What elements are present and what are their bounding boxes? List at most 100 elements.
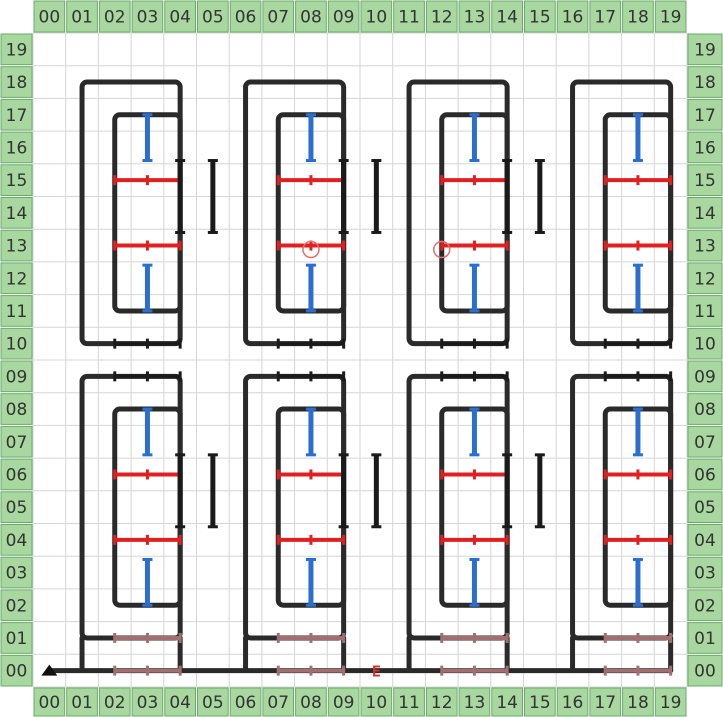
column-label-bottom: 08 (300, 693, 322, 713)
column-label-bottom: 04 (169, 693, 191, 713)
row-label-right-cell (687, 491, 723, 523)
column-label-bottom: 00 (39, 693, 61, 713)
row-label-right: 11 (694, 302, 716, 322)
column-label-bottom-cell (98, 687, 131, 717)
column-label-bottom-cell (589, 687, 622, 717)
row-label-left: 05 (6, 498, 28, 518)
row-label-left-cell (0, 66, 33, 98)
row-label-right-cell (687, 622, 723, 654)
column-label-bottom: 19 (660, 693, 682, 713)
column-label-top: 11 (398, 8, 420, 28)
row-label-left: 10 (6, 335, 28, 355)
row-label-left: 00 (6, 662, 28, 682)
gate-markers (113, 113, 673, 676)
column-label-bottom: 12 (431, 693, 453, 713)
row-label-left-cell (0, 556, 33, 589)
row-label-right-cell (687, 197, 723, 229)
column-label-top-cell (393, 0, 425, 33)
column-label-top: 01 (71, 8, 93, 28)
column-label-bottom: 13 (464, 693, 486, 713)
column-label-top: 09 (333, 8, 355, 28)
column-label-bottom: 02 (104, 693, 126, 713)
column-label-bottom: 11 (398, 693, 420, 713)
row-label-left-cell (0, 164, 33, 197)
row-label-right-cell (687, 360, 723, 393)
row-label-left-cell (0, 295, 33, 327)
row-label-left: 14 (6, 204, 28, 224)
column-label-top: 05 (202, 8, 224, 28)
column-label-bottom: 15 (529, 693, 551, 713)
column-label-top: 17 (594, 8, 616, 28)
column-label-top-cell (425, 0, 458, 33)
column-label-bottom-cell (458, 687, 491, 717)
column-label-top-cell (589, 0, 622, 33)
column-label-bottom: 17 (594, 693, 616, 713)
column-label-bottom: 07 (267, 693, 289, 713)
row-label-right-cell (687, 524, 723, 556)
column-label-top: 15 (529, 8, 551, 28)
row-label-right: 15 (694, 171, 716, 191)
column-label-bottom: 18 (627, 693, 649, 713)
column-label-bottom-cell (229, 687, 262, 717)
row-label-left-cell (0, 622, 33, 654)
column-label-bottom: 09 (333, 693, 355, 713)
row-label-right: 14 (694, 204, 716, 224)
row-label-right: 17 (694, 106, 716, 126)
row-label-left-cell (0, 589, 33, 622)
column-label-top-cell (458, 0, 491, 33)
column-label-top-cell (327, 0, 360, 33)
row-label-right: 05 (694, 498, 716, 518)
row-label-left: 17 (6, 106, 28, 126)
row-label-left-cell (0, 262, 33, 295)
column-label-bottom-cell (262, 687, 295, 717)
column-label-bottom-cell (327, 687, 360, 717)
column-label-top-cell (33, 0, 66, 33)
row-label-right: 16 (694, 138, 716, 158)
grid-cells (32, 32, 688, 688)
row-label-right: 03 (694, 564, 716, 584)
row-label-right: 02 (694, 596, 716, 616)
row-label-right-cell (687, 327, 723, 360)
row-label-right-cell (687, 425, 723, 458)
column-label-bottom-cell (66, 687, 98, 717)
row-label-left: 04 (6, 531, 28, 551)
row-label-right-cell (687, 98, 723, 131)
row-label-left: 09 (6, 367, 28, 387)
row-label-right: 00 (694, 662, 716, 682)
column-label-top-cell (654, 0, 687, 33)
row-label-right-cell (687, 556, 723, 589)
row-label-left-cell (0, 524, 33, 556)
column-label-top: 06 (235, 8, 257, 28)
row-label-left-cell (0, 458, 33, 491)
row-label-left: 08 (6, 400, 28, 420)
row-label-left-cell (0, 360, 33, 393)
row-label-left: 03 (6, 564, 28, 584)
column-label-top-cell (524, 0, 556, 33)
column-label-bottom-cell (131, 687, 164, 717)
row-label-right: 04 (694, 531, 716, 551)
column-label-bottom-cell (491, 687, 523, 717)
column-label-bottom: 06 (235, 693, 257, 713)
row-label-left: 12 (6, 269, 28, 289)
row-label-right-cell (687, 458, 723, 491)
row-label-left: 19 (6, 40, 28, 60)
row-label-left: 18 (6, 73, 28, 93)
column-label-bottom: 16 (562, 693, 584, 713)
column-label-top: 12 (431, 8, 453, 28)
row-label-left: 02 (6, 596, 28, 616)
circle-marker (433, 240, 451, 259)
row-label-right-cell (687, 33, 723, 66)
row-label-left: 16 (6, 138, 28, 158)
column-label-top-cell (622, 0, 654, 33)
column-label-top: 03 (137, 8, 159, 28)
row-label-right: 08 (694, 400, 716, 420)
row-label-right: 09 (694, 367, 716, 387)
column-label-top-cell (98, 0, 131, 33)
column-label-bottom: 01 (71, 693, 93, 713)
row-label-right-cell (687, 164, 723, 197)
row-label-left-cell (0, 491, 33, 523)
column-label-bottom-cell (524, 687, 556, 717)
column-label-top-cell (491, 0, 523, 33)
